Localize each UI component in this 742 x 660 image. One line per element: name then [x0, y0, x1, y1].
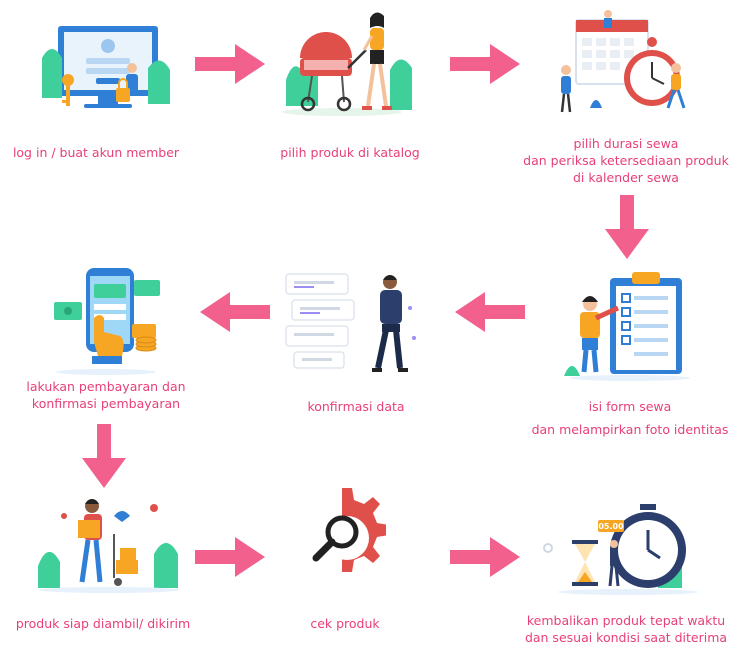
step-3-label: pilih durasi sewa dan periksa ketersedia… — [523, 136, 729, 185]
hourglass-clock-icon: 05.00 — [543, 504, 698, 595]
phone-payment-icon — [54, 268, 160, 375]
step-8-label: cek produk — [310, 616, 380, 631]
step-2-label: pilih produk di katalog — [280, 145, 420, 160]
delivery-icon — [38, 499, 179, 593]
magnifier-gear-icon — [312, 488, 386, 572]
arrow-down-1 — [605, 195, 649, 259]
clock-badge: 05.00 — [598, 522, 624, 531]
calendar-clock-icon — [560, 10, 686, 113]
arrow-right-3 — [195, 537, 265, 577]
arrow-right-1 — [195, 44, 265, 84]
step-7-label: produk siap diambil/ dikirim — [15, 616, 191, 631]
step-9-label: kembalikan produk tepat waktu dan sesuai… — [524, 613, 728, 645]
login-icon — [42, 26, 170, 108]
step-5-label: konfirmasi data — [307, 399, 405, 414]
arrow-left-1 — [455, 292, 525, 332]
arrow-down-2 — [82, 424, 126, 488]
arrow-right-4 — [450, 537, 520, 577]
stroller-icon — [282, 12, 412, 116]
arrow-right-2 — [450, 44, 520, 84]
step-1-label: log in / buat akun member — [12, 145, 180, 160]
arrow-left-2 — [200, 292, 270, 332]
step-4-label: isi form sewa dan melampirkan foto ident… — [531, 399, 729, 437]
checklist-icon — [564, 272, 690, 381]
chat-person-icon — [285, 273, 416, 372]
step-6-label: lakukan pembayaran dan konfirmasi pembay… — [26, 379, 186, 411]
